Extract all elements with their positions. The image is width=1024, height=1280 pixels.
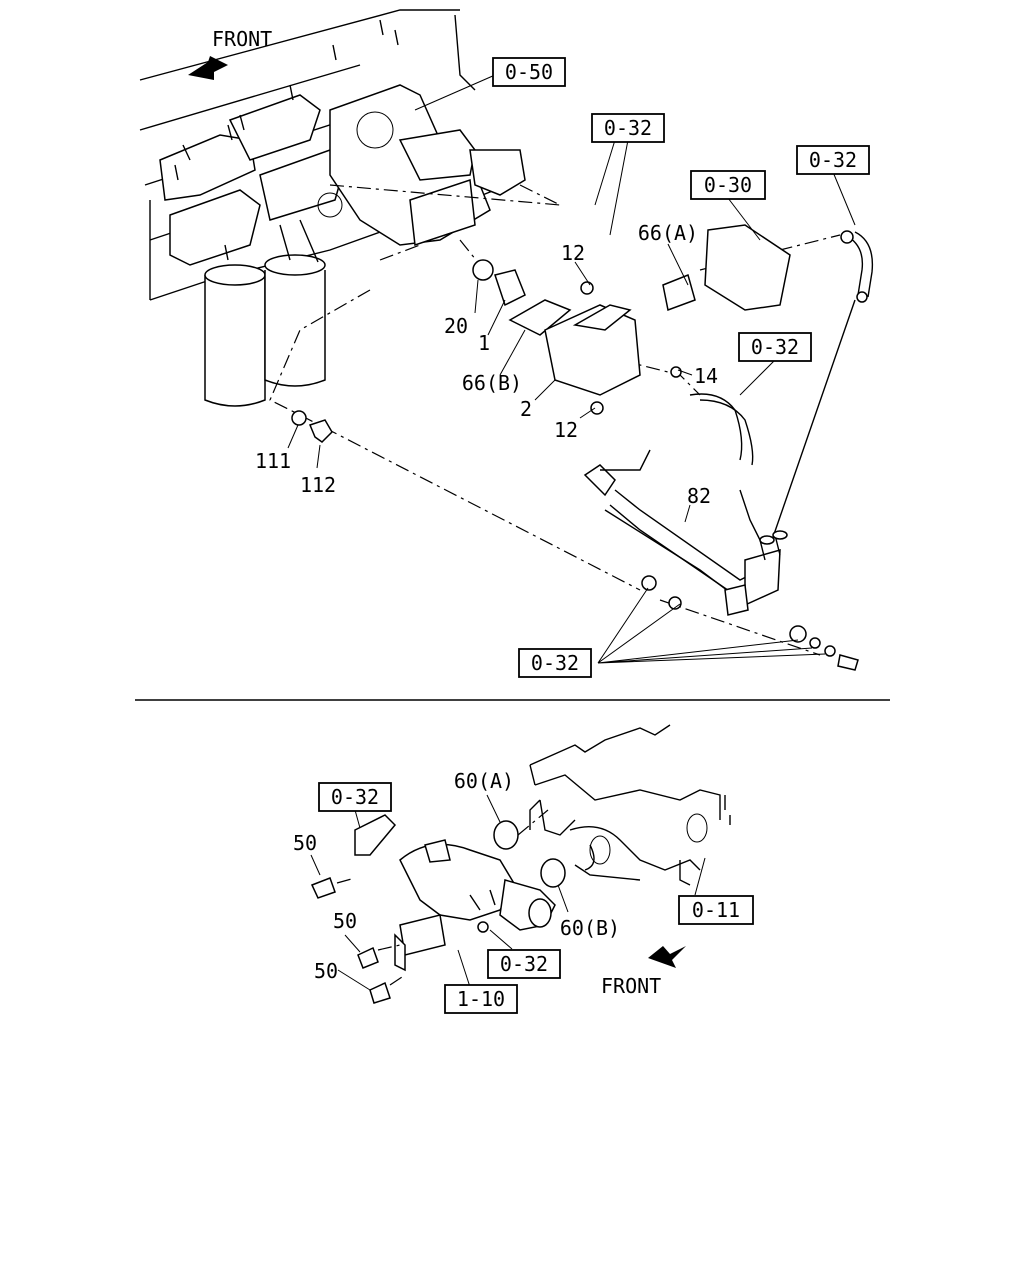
ref-label: 0-32 xyxy=(604,116,652,140)
o-rings-60 xyxy=(493,820,566,888)
bolts-50 xyxy=(310,877,391,1004)
water-pump-drawing xyxy=(354,814,556,972)
ref-label: 0-32 xyxy=(531,651,579,675)
front-arrow-top xyxy=(188,56,228,80)
ref-label: 0-50 xyxy=(505,60,553,84)
top-label-leaders xyxy=(287,74,856,664)
engine-block-drawing xyxy=(139,9,526,407)
manifold-studs xyxy=(174,19,399,261)
part-number: 50 xyxy=(333,909,357,933)
ref-label: 1-10 xyxy=(457,987,505,1011)
front-arrow-bottom xyxy=(648,946,686,968)
ref-box-1-10: 1-10 xyxy=(444,984,518,1014)
ref-box-0-32-d: 0-32 xyxy=(518,648,592,678)
ref-box-0-32-f: 0-32 xyxy=(487,949,561,979)
ref-box-0-11: 0-11 xyxy=(678,895,754,925)
part-number: 60(A) xyxy=(454,769,514,793)
ref-label: 0-32 xyxy=(809,148,857,172)
part-number: 20 xyxy=(444,314,468,338)
ref-box-0-50: 0-50 xyxy=(492,57,566,87)
part-number: 2 xyxy=(520,397,532,421)
part-number: 66(A) xyxy=(638,221,698,245)
ref-label: 0-11 xyxy=(692,898,740,922)
part-number: 50 xyxy=(293,831,317,855)
ref-label: 0-32 xyxy=(751,335,799,359)
part-number: 50 xyxy=(314,959,338,983)
part-number: 14 xyxy=(694,364,718,388)
part-number: 66(B) xyxy=(462,371,522,395)
part-number: 111 xyxy=(255,449,291,473)
part-number: 82 xyxy=(687,484,711,508)
part-number: 12 xyxy=(554,418,578,442)
part-number: 1 xyxy=(478,331,490,355)
water-pipe-82 xyxy=(583,449,859,671)
ref-label: 0-32 xyxy=(331,785,379,809)
front-label-bottom: FRONT xyxy=(601,974,661,998)
ref-box-0-32-a: 0-32 xyxy=(591,113,665,143)
bottom-leader-lines xyxy=(310,794,706,991)
part-number: 60(B) xyxy=(560,916,620,940)
ref-box-0-32-c: 0-32 xyxy=(738,332,812,362)
ref-box-0-32-b: 0-32 xyxy=(796,145,870,175)
front-label-top: FRONT xyxy=(212,27,272,51)
cylinder-head-drawing xyxy=(529,724,731,886)
ref-box-0-30: 0-30 xyxy=(690,170,766,200)
part-number: 12 xyxy=(561,241,585,265)
drain-plug-parts xyxy=(291,410,333,443)
thermostat-assembly xyxy=(472,224,874,541)
ref-label: 0-32 xyxy=(500,952,548,976)
part-number: 112 xyxy=(300,473,336,497)
ref-box-0-32-e: 0-32 xyxy=(318,782,392,812)
ref-label: 0-30 xyxy=(704,173,752,197)
